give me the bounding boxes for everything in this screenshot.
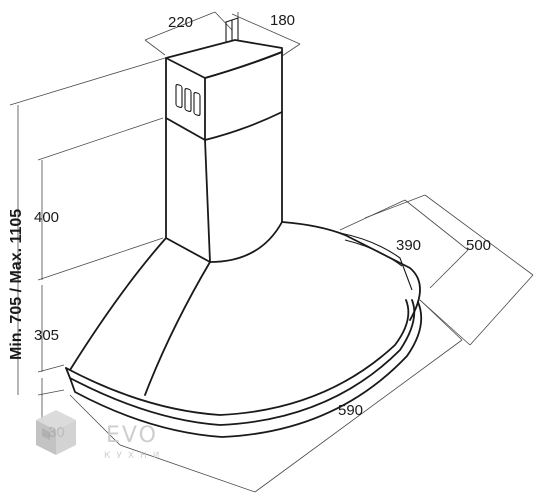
dim-base-width-label: 590 [338,402,363,419]
dim-height-range-label: Min. 705 / Max. 1105 [8,209,25,360]
dimension-lines [9,11,534,493]
dim-base-depth-inner-label: 390 [396,237,421,254]
logo-subtitle: КУХНИ [104,451,166,461]
dim-top-depth-label: 180 [270,12,295,29]
dim-base-depth-outer-label: 500 [466,237,491,254]
dim-top-width-label: 220 [168,14,193,31]
logo-brand: EVO [106,423,158,448]
evo-kitchens-logo: EVO КУХНИ [36,410,166,461]
cube-icon [36,410,76,455]
cooker-hood-outline [65,17,423,438]
dim-upper-height-label: 400 [34,209,59,226]
dim-lower-height-label: 305 [34,327,59,344]
vent-slots [175,83,201,117]
